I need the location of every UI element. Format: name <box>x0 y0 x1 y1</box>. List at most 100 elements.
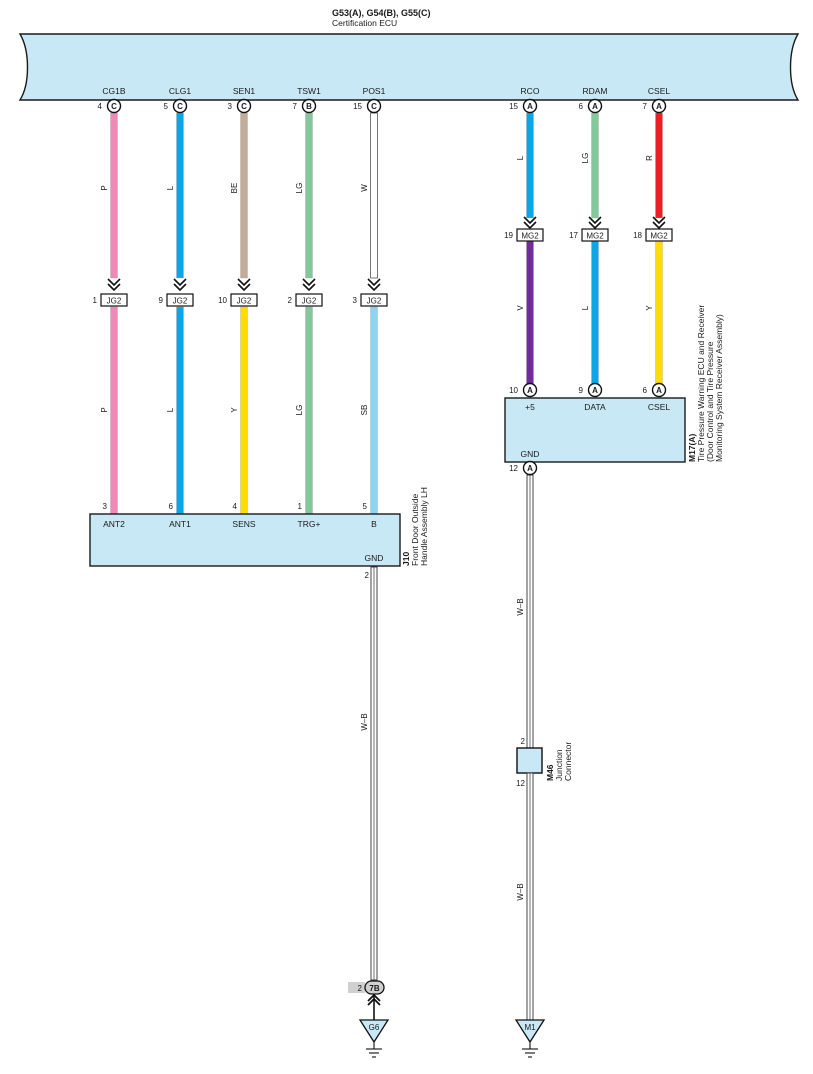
svg-text:(Door Control and Tire Pressur: (Door Control and Tire Pressure <box>705 341 715 462</box>
wire-ant2-lower <box>110 306 118 515</box>
wire-sens-lower <box>240 306 248 515</box>
wire-code-lg-upper: LG <box>295 183 304 194</box>
wire-code-sb-lower: SB <box>360 405 369 416</box>
wire-csel-upper <box>655 112 663 219</box>
svg-text:10: 10 <box>509 386 518 395</box>
svg-text:JG2: JG2 <box>173 297 188 306</box>
j10-pin-label-sens: SENS <box>232 519 255 529</box>
arrow-symbol <box>107 278 121 291</box>
ecu-name: Certification ECU <box>332 18 397 28</box>
wire-code-l-upper: L <box>166 185 175 190</box>
svg-text:6: 6 <box>579 102 584 111</box>
svg-text:A: A <box>527 102 533 111</box>
j10-gnd-label: GND <box>365 553 384 563</box>
m17-side-label: M17(A) Tire Pressure Warning ECU and Rec… <box>687 305 724 462</box>
wire-code-wb-right-lower: W–B <box>516 883 525 900</box>
ecu-pin-label-cg1b: CG1B <box>102 86 125 96</box>
svg-text:M17(A): M17(A) <box>687 433 697 462</box>
svg-text:Junction: Junction <box>554 749 564 781</box>
wire-rco-upper <box>526 112 534 219</box>
svg-text:5: 5 <box>164 102 169 111</box>
arrow-symbol <box>237 278 251 291</box>
svg-text:Handle Assembly LH: Handle Assembly LH <box>419 487 429 566</box>
ecu-terminal-rco: 15 A <box>509 98 538 114</box>
ecu-terminal-tsw1: 7 B <box>293 98 317 114</box>
j10-pin-b: 5 <box>363 502 368 511</box>
m17-pin-label-csel: CSEL <box>648 402 670 412</box>
svg-text:7: 7 <box>293 102 298 111</box>
j10-pin-trg: 1 <box>298 502 303 511</box>
wire-code-l-rco: L <box>516 155 525 160</box>
j10-pin-label-b: B <box>371 519 377 529</box>
svg-text:17: 17 <box>569 231 578 240</box>
jg2-connector-9: 9 JG2 <box>159 293 194 307</box>
ecu-terminal-csel: 7 A <box>643 98 667 114</box>
wire-code-p-lower: P <box>100 407 109 412</box>
m17-pin-label-plus5: +5 <box>525 402 535 412</box>
wire-code-wb-right-upper: W–B <box>516 598 525 615</box>
ecu-pin-label-rco: RCO <box>521 86 540 96</box>
svg-text:C: C <box>241 102 247 111</box>
m46-side-label: M46 Junction Connector <box>545 742 573 781</box>
wire-code-l-data: L <box>581 305 590 310</box>
svg-text:A: A <box>527 464 533 473</box>
m17-tire-pressure-ecu-box <box>504 397 686 463</box>
ground-m1-icon: M1 <box>514 1019 546 1058</box>
arrow-symbol <box>588 216 602 229</box>
svg-text:Tire Pressure Warning ECU and: Tire Pressure Warning ECU and Receiver <box>696 305 706 462</box>
wire-clg1-upper <box>176 112 184 279</box>
j10-side-label: J10 Front Door Outside Handle Assembly L… <box>401 487 429 566</box>
wire-code-wb-left: W–B <box>360 713 369 730</box>
m17-terminal-plus5: 10 A <box>509 382 538 398</box>
wire-code-y-csel: Y <box>645 305 654 311</box>
wire-b-lower <box>370 306 378 515</box>
j10-pin-label-ant2: ANT2 <box>103 519 125 529</box>
jg2-connector-3: 3 JG2 <box>353 293 388 307</box>
svg-text:C: C <box>371 102 377 111</box>
svg-text:A: A <box>592 102 598 111</box>
svg-text:JG2: JG2 <box>367 297 382 306</box>
svg-text:MG2: MG2 <box>521 232 539 241</box>
wire-pos1-upper <box>370 112 378 279</box>
wire-ant1-lower <box>176 306 184 515</box>
ecu-terminal-clg1: 5 C <box>164 98 188 114</box>
svg-text:3: 3 <box>353 296 358 305</box>
ecu-title: G53(A), G54(B), G55(C) <box>332 8 431 18</box>
j10-pin-sens: 4 <box>233 502 238 511</box>
m17-gnd-label: GND <box>521 449 540 459</box>
svg-text:19: 19 <box>504 231 513 240</box>
mg2-connector-17: 17 MG2 <box>569 228 609 242</box>
wire-code-v: V <box>516 305 525 311</box>
ecu-terminal-rdam: 6 A <box>579 98 603 114</box>
svg-text:B: B <box>306 102 312 111</box>
wire-data-lower <box>591 240 599 385</box>
svg-text:M1: M1 <box>524 1023 536 1032</box>
wire-code-y-lower: Y <box>230 407 239 413</box>
j10-gnd-pin: 2 <box>365 571 370 580</box>
svg-text:M46: M46 <box>545 764 555 781</box>
svg-text:18: 18 <box>633 231 642 240</box>
svg-text:9: 9 <box>579 386 584 395</box>
svg-text:C: C <box>177 102 183 111</box>
ecu-body <box>18 33 800 101</box>
m17-pin-label-data: DATA <box>584 402 606 412</box>
svg-text:Monitoring System Receiver Ass: Monitoring System Receiver Assembly) <box>714 314 724 462</box>
wire-code-lg-lower: LG <box>295 405 304 416</box>
splice-7b: 2 7B <box>348 980 385 995</box>
arrow-symbol <box>367 993 381 1020</box>
wire-code-be-upper: BE <box>230 183 239 194</box>
svg-text:2: 2 <box>521 737 526 746</box>
svg-text:JG2: JG2 <box>107 297 122 306</box>
svg-text:JG2: JG2 <box>302 297 317 306</box>
ecu-pin-label-tsw1: TSW1 <box>297 86 321 96</box>
jg2-connector-10: 10 JG2 <box>218 293 258 307</box>
wire-code-r-csel: R <box>645 155 654 161</box>
m17-terminal-gnd: 12 A <box>509 460 538 476</box>
svg-text:A: A <box>527 386 533 395</box>
wire-tsw1-upper <box>305 112 313 279</box>
ecu-pin-label-pos1: POS1 <box>363 86 386 96</box>
svg-text:JG2: JG2 <box>237 297 252 306</box>
svg-text:7: 7 <box>643 102 648 111</box>
svg-text:MG2: MG2 <box>650 232 668 241</box>
